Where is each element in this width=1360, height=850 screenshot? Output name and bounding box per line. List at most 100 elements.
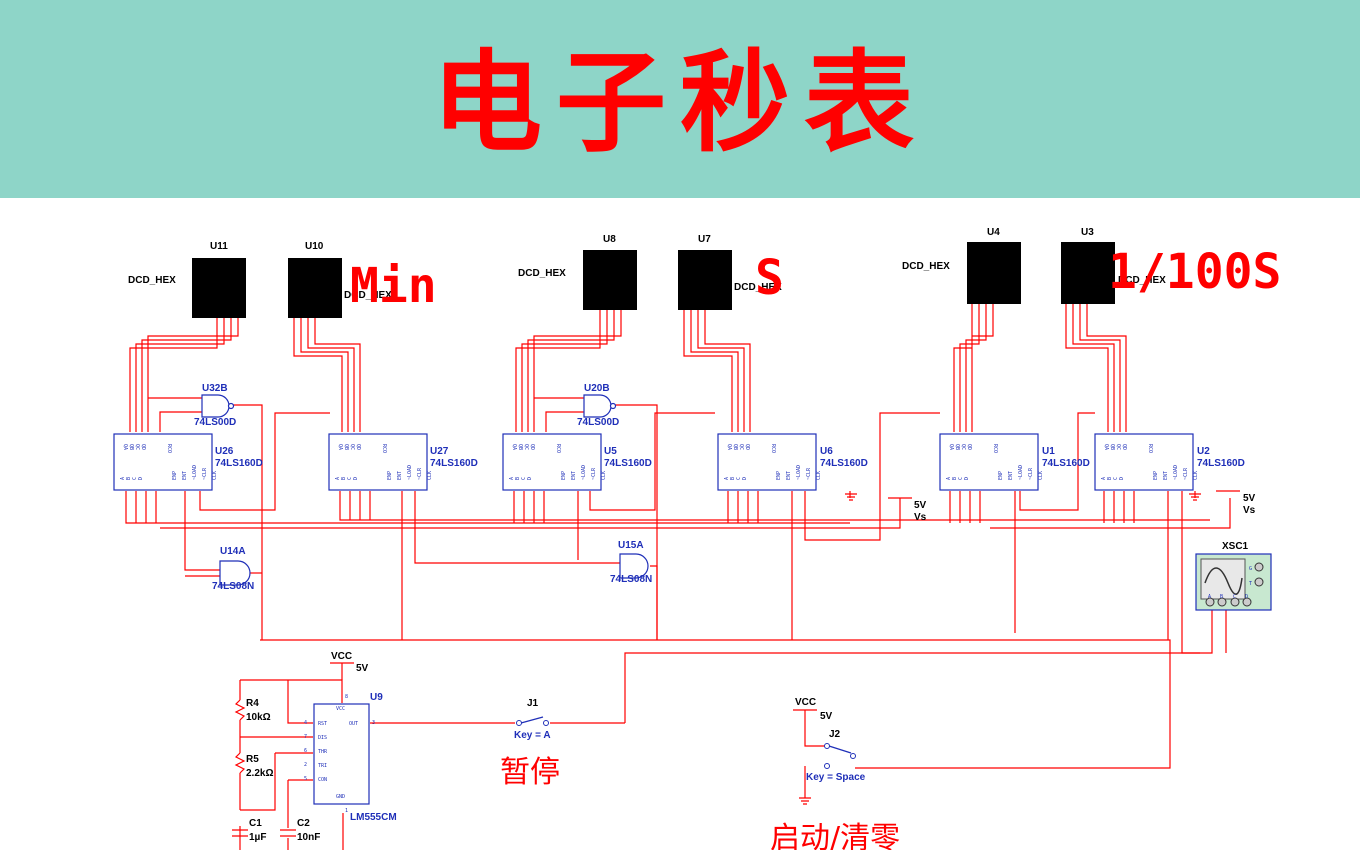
counter-pin-label: A (509, 477, 515, 480)
switch-ref: J1 (527, 698, 539, 709)
counter-ref: U27 (430, 446, 449, 457)
counter-pin-label: ENT (571, 471, 577, 480)
pin-number: 7 (304, 734, 307, 740)
counter-pin-label: ~CLR (591, 467, 597, 480)
counter-pin-label: QC (738, 444, 744, 450)
display-u4[interactable]: U4 DCD_HEX (902, 227, 1021, 304)
capacitor-c1[interactable]: C1 1µF (232, 818, 266, 843)
source-5v-1[interactable]: 5V Vs (888, 497, 927, 523)
counter-pin-label: RCO (555, 444, 561, 453)
resistor-r5[interactable]: R5 2.2kΩ (234, 752, 273, 779)
counter-pin-label: ENP (561, 471, 567, 480)
counter-pin-label: QB (1109, 444, 1115, 450)
nand-gate-u32b[interactable]: U32B 74LS00D (194, 383, 236, 428)
counter-u6[interactable]: U6 74LS160D (717, 433, 868, 491)
ground-symbol (845, 493, 1201, 501)
timer-u9[interactable]: VCC 5V U9 LM555CM RST DIS THR TRI CON GN… (304, 651, 397, 823)
source-sub: Vs (1243, 505, 1256, 516)
scope-terminal: C (1233, 594, 1236, 600)
counter-pin-label: CLK (427, 471, 433, 480)
hundredths-label: 1/100S (1108, 244, 1281, 300)
counter-u27[interactable]: U27 74LS160D (328, 433, 478, 491)
gate-part: 74LS00D (577, 417, 619, 428)
counter-pin-label: C (521, 477, 527, 480)
counter-pin-label: CLK (212, 471, 218, 480)
and-gate-u15a[interactable]: U15A 74LS08N (610, 540, 652, 585)
counter-u2[interactable]: U2 74LS160D (1094, 433, 1245, 491)
pin-number: 2 (304, 762, 307, 768)
display-type: DCD_HEX (344, 290, 392, 301)
switch-j2[interactable]: VCC 5V J2 Key = Space 启动/清零 (770, 697, 900, 850)
counter-pin-label: ENP (172, 471, 178, 480)
display-u11[interactable]: U11 DCD_HEX (128, 241, 246, 318)
and-gate-u14a[interactable]: U14A 74LS08N (212, 546, 254, 592)
counter-pin-label: QA (337, 444, 343, 450)
vcc-label: VCC (795, 697, 816, 708)
counter-pin-label: ENT (1008, 471, 1014, 480)
source-label: 5V (914, 500, 927, 511)
min-label: Min (350, 258, 437, 314)
scope-ref: XSC1 (1222, 541, 1249, 552)
counter-pin-label: ~CLR (417, 467, 423, 480)
nand-gate-u20b[interactable]: U20B 74LS00D (577, 383, 619, 428)
resistor-r4[interactable]: R4 10kΩ (234, 698, 271, 723)
source-5v-2[interactable]: 5V Vs (1216, 490, 1256, 516)
counter-pin-label: QA (948, 444, 954, 450)
counter-pin-label: QC (960, 444, 966, 450)
display-type: DCD_HEX (128, 275, 176, 286)
scope-terminal: T (1249, 581, 1252, 587)
counter-pin-label: B (1107, 477, 1113, 480)
counter-part: 74LS160D (604, 458, 652, 469)
switch-ref: J2 (829, 729, 841, 740)
component-ref: R4 (246, 698, 259, 709)
counter-u26[interactable]: U26 74LS160D (113, 433, 263, 491)
counter-pin-label: RCO (992, 444, 998, 453)
pin-label: RST (318, 721, 327, 727)
pin-number: 6 (304, 748, 307, 754)
component-ref: R5 (246, 754, 259, 765)
capacitor-c2[interactable]: C2 10nF (280, 818, 320, 843)
counter-pin-label: ~CLR (1183, 467, 1189, 480)
gate-ref: U14A (220, 546, 246, 557)
display-u3[interactable]: U3 DCD_HEX (1061, 227, 1166, 304)
component-ref: C1 (249, 818, 262, 829)
counter-pin-label: A (724, 477, 730, 480)
component-ref: C2 (297, 818, 310, 829)
counter-pin-label: B (126, 477, 132, 480)
counter-pin-label: RCO (166, 444, 172, 453)
counter-pin-label: D (353, 477, 359, 480)
display-type: DCD_HEX (902, 261, 950, 272)
pause-caption: 暂停 (500, 755, 560, 790)
counter-pin-label: QC (1115, 444, 1121, 450)
counter-pin-label: ENT (786, 471, 792, 480)
display-ref: U8 (603, 234, 616, 245)
counter-part: 74LS160D (820, 458, 868, 469)
counter-pin-label: ENP (776, 471, 782, 480)
counter-pin-label: QB (732, 444, 738, 450)
gate-part: 74LS00D (194, 417, 236, 428)
scope-terminal: G (1249, 566, 1252, 572)
wiring (125, 302, 1231, 850)
page-title: 电子秒表 (432, 39, 928, 167)
vcc-label: VCC (331, 651, 352, 662)
counter-u5[interactable]: U5 74LS160D (502, 433, 652, 491)
oscilloscope-xsc1[interactable]: XSC1 G T A B C D (1195, 541, 1272, 611)
counter-pin-label: QA (726, 444, 732, 450)
switch-j1[interactable]: J1 Key = A 暂停 (500, 698, 560, 790)
display-u10[interactable]: U10 DCD_HEX (288, 241, 392, 318)
counter-pin-label: A (120, 477, 126, 480)
display-ref: U10 (305, 241, 324, 252)
counter-pin-label: A (335, 477, 341, 480)
counter-pin-label: ENP (1153, 471, 1159, 480)
counter-pin-label: ENT (182, 471, 188, 480)
counter-pin-label: ~CLR (202, 467, 208, 480)
component-value: 1µF (249, 832, 266, 843)
display-u8[interactable]: U8 DCD_HEX (518, 234, 637, 310)
counter-pin-label: ~LOAD (192, 465, 198, 480)
counter-pin-label: RCO (770, 444, 776, 453)
counter-u1[interactable]: U1 74LS160D (939, 433, 1090, 491)
counter-pin-label: ~LOAD (407, 465, 413, 480)
counter-pin-label: D (742, 477, 748, 480)
counter-pin-label: ENT (397, 471, 403, 480)
display-u7[interactable]: U7 DCD_HEX (678, 234, 782, 310)
